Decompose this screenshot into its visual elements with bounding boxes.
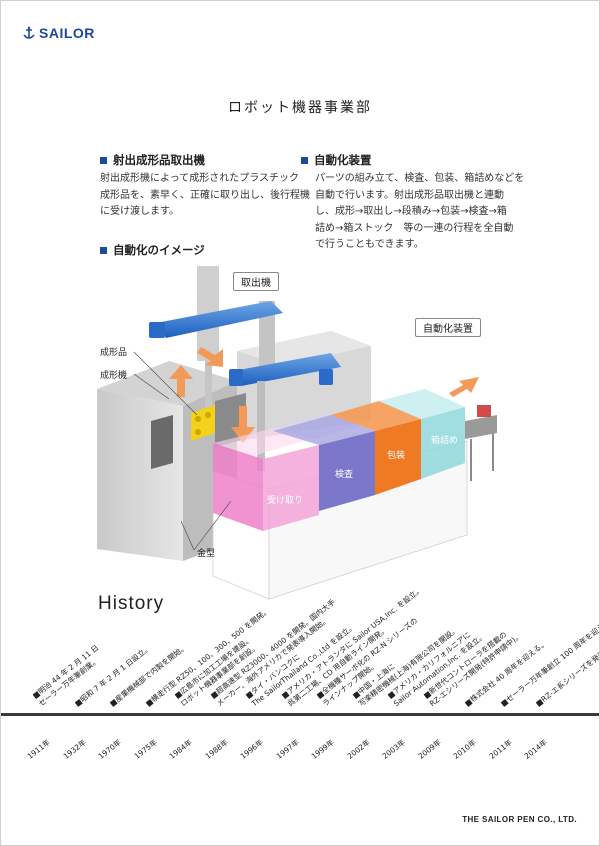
- callout-line-mold-1: [180, 520, 195, 551]
- down-arrow-icon: [231, 406, 255, 443]
- callout-line-mold-2: [193, 500, 232, 551]
- stock-conveyor: [465, 415, 497, 439]
- gripper-cup: [195, 429, 201, 435]
- station-receive-side: [263, 445, 319, 531]
- robot-arm-upper-cap: [149, 322, 165, 338]
- molding-machine-front: [97, 389, 183, 561]
- label-pack: 包装: [387, 451, 406, 461]
- robot-arm-lower: [233, 353, 341, 386]
- sailor-logo: SAILOR: [23, 25, 95, 41]
- label-automation-device: 自動化装置: [415, 318, 481, 337]
- timeline-bar: [1, 713, 599, 716]
- up-arrow-icon: [169, 365, 193, 397]
- exit-arrow-icon: [449, 377, 479, 397]
- label-box: 箱詰め: [431, 436, 459, 446]
- label-mold: 金型: [197, 549, 216, 559]
- section-heading-image: 自動化のイメージ: [100, 242, 205, 258]
- label-molding-machine: 成形機: [100, 371, 128, 381]
- page-title: ロボット機器事業部: [228, 100, 372, 116]
- history-title: History: [98, 593, 165, 614]
- robot-column-rear: [259, 301, 275, 371]
- right-arrow-icon: [197, 347, 223, 367]
- section-heading-automation: 自動化装置: [301, 152, 372, 168]
- station-pack-front: [375, 419, 421, 495]
- machine-slot: [151, 415, 173, 469]
- stock-box: [477, 405, 491, 417]
- callout-line-product: [133, 351, 198, 416]
- molding-description: 射出成形機によって成形されたプラスチック 成形品を、素早く、正確に取り出し、後行…: [100, 173, 310, 217]
- station-receive-front: [213, 443, 263, 531]
- company-footer: THE SAILOR PEN CO., LTD.: [462, 815, 577, 824]
- robot-grip-rod: [257, 381, 265, 471]
- robot-arm-upper: [156, 301, 283, 338]
- robot-grip-rod-2: [205, 361, 212, 416]
- robot-arm-end-cap: [319, 369, 333, 385]
- gripper-cup: [195, 416, 201, 422]
- robot-arm-lower-cap: [229, 369, 243, 386]
- label-takeout-machine: 取出機: [233, 272, 279, 291]
- molding-machine-top: [97, 361, 237, 406]
- anchor-icon: [23, 26, 35, 39]
- label-inspect: 検査: [335, 470, 354, 480]
- bullet-square-icon: [100, 156, 107, 164]
- bullet-square-icon: [100, 246, 107, 254]
- station-box-top: [379, 389, 465, 419]
- bullet-square-icon: [301, 156, 308, 164]
- section-heading-molding: 射出成形品取出機: [100, 152, 205, 168]
- station-inspect-front: [319, 431, 375, 511]
- gripper-cup: [205, 412, 211, 418]
- label-receive: 受け取り: [267, 496, 304, 506]
- station-box-front: [421, 407, 465, 479]
- automation-description: パーツの組み立て、検査、包装、箱詰めなどを 自動で行います。射出成形品取出機と連…: [315, 173, 525, 250]
- station-pack-top: [331, 401, 421, 431]
- station-inspect-top: [273, 415, 375, 445]
- label-molded-product: 成形品: [100, 348, 128, 358]
- callout-line-machine: [133, 373, 170, 400]
- logo-text: SAILOR: [39, 25, 95, 41]
